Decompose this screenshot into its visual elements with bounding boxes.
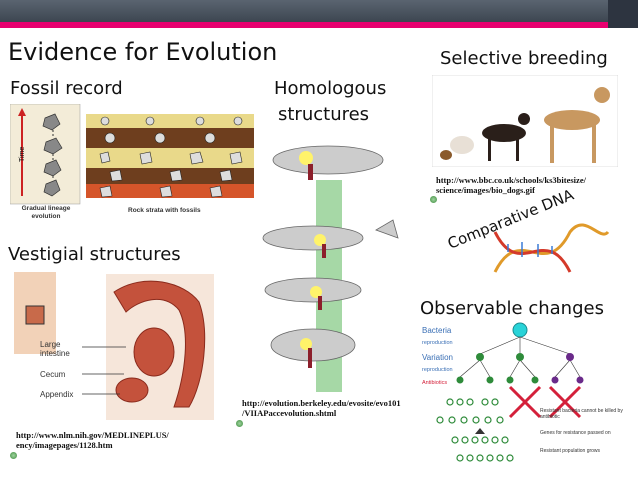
- antibiotics-label: Antibiotics: [422, 380, 448, 386]
- homologous-url-line2: /VIIAPaccevolution.shtml: [242, 408, 337, 418]
- fossil-caption-right: Rock strata with fossils: [128, 207, 201, 214]
- reproduction-label-1: reproduction: [422, 340, 453, 346]
- observable-heading: Observable changes: [420, 298, 604, 319]
- bacteria-tree-diagram: [436, 322, 584, 462]
- fossil-caption-left: Gradual lineage evolution: [21, 205, 71, 220]
- globe-icon: [10, 452, 17, 459]
- dna-helix-icon: [493, 223, 610, 273]
- homologous-url-line1: http://evolution.berkeley.edu/evosite/ev…: [242, 398, 401, 408]
- homologous-heading-line2: structures: [278, 104, 370, 125]
- time-axis-label: Time: [19, 147, 26, 162]
- fossil-heading: Fossil record: [10, 78, 123, 99]
- label-large-line2: intestine: [40, 349, 70, 358]
- selective-url-line1: http://www.bbc.co.uk/schools/ks3bitesize…: [436, 175, 586, 185]
- homologous-heading-line1: Homologous: [274, 78, 387, 99]
- globe-icon: [236, 420, 243, 427]
- homologous-illustration: [262, 145, 399, 392]
- top-bar: [0, 0, 638, 22]
- top-bar-corner: [608, 0, 638, 28]
- label-large-line1: Large: [40, 340, 61, 349]
- reproduction-label-2: reproduction: [422, 367, 453, 373]
- note-population: Resistant population grows: [540, 448, 601, 454]
- fossil-illustration: Time: [10, 104, 254, 205]
- globe-icon: [430, 196, 437, 203]
- bacteria-label: Bacteria: [422, 326, 452, 335]
- dogs-illustration: [432, 75, 618, 167]
- variation-label: Variation: [422, 353, 453, 362]
- intestine-illustration: [14, 272, 214, 420]
- selective-url-line2: science/images/bio_dogs.gif: [436, 185, 535, 195]
- vestigial-url-line2: ency/imagepages/1128.htm: [16, 440, 113, 450]
- accent-stripe: [0, 22, 638, 28]
- label-appendix: Appendix: [40, 390, 74, 399]
- vestigial-url-line1: http://www.nlm.nih.gov/MEDLINEPLUS/: [16, 430, 169, 440]
- note-genes: Genes for resistance passed on: [540, 430, 611, 436]
- selective-heading: Selective breeding: [440, 48, 608, 69]
- vestigial-heading: Vestigial structures: [8, 244, 181, 265]
- slide-title: Evidence for Evolution: [8, 38, 278, 66]
- note-resistant: Resistant bacteria cannot be killed by a…: [540, 408, 623, 420]
- label-cecum: Cecum: [40, 370, 66, 379]
